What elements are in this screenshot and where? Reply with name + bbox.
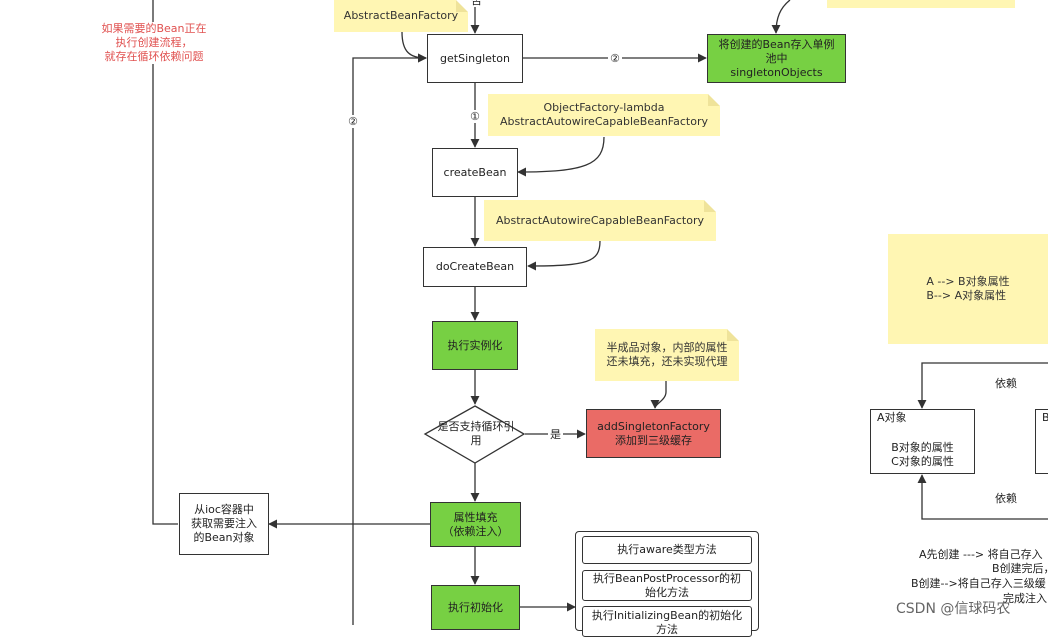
note-text: AbstractAutowireCapableBeanFactory <box>496 213 704 227</box>
edge-label-step2-right: ② <box>608 52 622 65</box>
node-label: 执行初始化 <box>448 600 503 614</box>
init-step-bean-post-processor[interactable]: 执行BeanPostProcessor的初 始化方法 <box>582 570 752 601</box>
node-a-object[interactable]: A对象 B对象的属性 C对象的属性 <box>870 409 975 474</box>
edge-label-step1: ① <box>468 110 482 123</box>
note-a-b-properties: A --> B对象属性 B--> A对象属性 <box>888 234 1048 344</box>
a-object-title: A对象 <box>877 411 907 424</box>
node-label: createBean <box>443 165 507 179</box>
init-step-aware[interactable]: 执行aware类型方法 <box>582 536 752 564</box>
node-get-from-ioc[interactable]: 从ioc容器中 获取需要注入 的Bean对象 <box>179 493 269 555</box>
edge-label-depends-bottom: 依赖 <box>993 492 1019 505</box>
node-label: 执行实例化 <box>447 338 503 352</box>
note-half-object: 半成品对象，内部的属性 还未填充，还未实现代理 <box>595 329 739 381</box>
node-label: 从ioc容器中 获取需要注入 的Bean对象 <box>191 503 257 544</box>
node-label: addSingletonFactory 添加到三级缓存 <box>597 419 710 447</box>
node-label: getSingleton <box>440 51 510 65</box>
decision-label: 是否支持循环引 用 <box>437 420 515 447</box>
edge-label-depends-top: 依赖 <box>993 377 1019 390</box>
edge-label-step2-left: ② <box>346 115 360 128</box>
note-text: ObjectFactory-lambda AbstractAutowireCap… <box>500 101 708 128</box>
note-object-factory: ObjectFactory-lambda AbstractAutowireCap… <box>488 94 720 136</box>
watermark: CSDN @信球码农 <box>896 601 1011 617</box>
node-label: 将创建的Bean存入单例 池中 singletonObjects <box>718 37 835 79</box>
explanation-line-1: A先创建 ---> 将自己存入 <box>919 548 1043 561</box>
init-step-label: 执行aware类型方法 <box>617 543 717 556</box>
arrow-depends-bottom <box>917 474 1048 520</box>
edge-label-no: 否 <box>469 0 484 7</box>
explanation-line-4: 完成注入 <box>1003 592 1047 605</box>
node-populate[interactable]: 属性填充 （依赖注入） <box>430 502 521 547</box>
arrow-depends-top <box>917 362 1048 409</box>
edge-label-yes: 是 <box>548 428 563 441</box>
node-do-create-bean[interactable]: doCreateBean <box>423 247 527 287</box>
arrow-top-curve-to-store <box>771 0 791 34</box>
note-text: 半成品对象，内部的属性 还未填充，还未实现代理 <box>606 341 728 368</box>
node-get-singleton[interactable]: getSingleton <box>427 34 523 83</box>
explanation-line-3: B创建-->将自己存入三级缓 <box>911 577 1046 590</box>
node-instantiate[interactable]: 执行实例化 <box>432 321 518 370</box>
init-step-label: 执行InitializingBean的初始化 方法 <box>591 609 743 636</box>
b-object-title: B <box>1042 411 1048 424</box>
arrow-note-to-getsingleton <box>401 31 427 63</box>
note-abstract-autowire: AbstractAutowireCapableBeanFactory <box>484 200 716 241</box>
node-initialize[interactable]: 执行初始化 <box>431 585 520 630</box>
loop-back-to-getsingleton <box>352 53 427 625</box>
top-right-partial-note <box>827 0 1015 8</box>
note-text: AbstractBeanFactory <box>343 9 459 22</box>
circular-dependency-warning: 如果需要的Bean正在 执行创建流程， 就存在循环依赖问题 <box>98 22 210 64</box>
arrow-note-to-createbean <box>517 136 605 177</box>
node-label: doCreateBean <box>435 260 515 273</box>
node-b-object-partial[interactable]: B <box>1035 409 1048 474</box>
note-text: A --> B对象属性 B--> A对象属性 <box>926 275 1010 302</box>
arrow-note-to-docreatebean <box>527 240 601 271</box>
node-label: 属性填充 （依赖注入） <box>442 510 509 538</box>
node-add-singleton-factory[interactable]: addSingletonFactory 添加到三级缓存 <box>586 409 721 458</box>
node-store-singleton[interactable]: 将创建的Bean存入单例 池中 singletonObjects <box>707 34 846 83</box>
init-step-label: 执行BeanPostProcessor的初 始化方法 <box>592 571 742 599</box>
init-step-initializing-bean[interactable]: 执行InitializingBean的初始化 方法 <box>582 606 752 637</box>
arrow-note-to-add <box>650 381 667 409</box>
node-create-bean[interactable]: createBean <box>432 148 518 197</box>
decision-diamond <box>423 405 526 464</box>
explanation-line-2: B创建完后， <box>992 562 1048 575</box>
a-object-properties: B对象的属性 C对象的属性 <box>891 441 954 468</box>
note-abstract-bean-factory: AbstractBeanFactory <box>334 0 468 32</box>
loop-ioc-up <box>152 0 178 525</box>
